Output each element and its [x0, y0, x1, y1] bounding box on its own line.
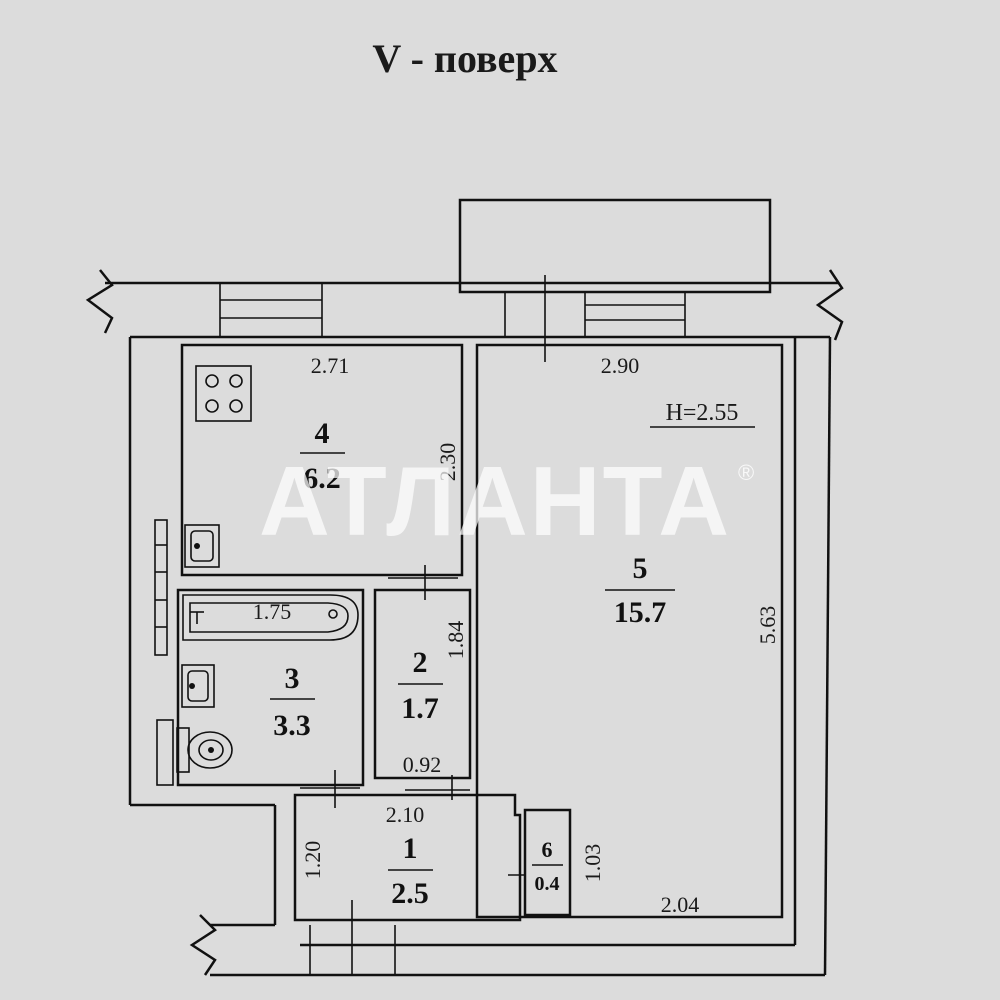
room-area: 1.7 [401, 692, 439, 725]
room-4-label: 4 6.2 [300, 417, 345, 495]
room-number: 1 [403, 832, 418, 865]
watermark-text: АТЛАНТА [259, 446, 731, 556]
room-number: 4 [315, 417, 330, 450]
room-window [584, 292, 686, 337]
bathtub-icon [182, 594, 359, 641]
balcony [458, 198, 772, 294]
toilet-icon [176, 727, 233, 773]
dim-room-bottom-width: 2.04 [661, 892, 700, 917]
room-area: 2.5 [391, 877, 429, 910]
dim-storage-bottom: 0.92 [403, 752, 442, 777]
room-number: 5 [633, 552, 648, 585]
wall-break-left [85, 269, 114, 334]
dim-bath-width: 1.75 [253, 599, 292, 624]
room-number: 3 [285, 662, 300, 695]
room-area: 6.2 [303, 462, 341, 495]
room-2-label: 2 1.7 [398, 646, 443, 725]
ceiling-height: H=2.55 [666, 400, 739, 426]
dim-room-depth: 5.63 [755, 606, 780, 645]
dim-storage-depth: 1.84 [443, 621, 468, 660]
dim-hall-width: 2.10 [386, 802, 425, 827]
room-2-storage [373, 588, 472, 780]
dim-kitchen-depth: 2.30 [435, 443, 460, 482]
room-1-label: 1 2.5 [388, 832, 433, 910]
kitchen-window [219, 283, 323, 337]
dim-kitchen-width: 2.71 [311, 353, 350, 378]
room-4-kitchen [180, 343, 464, 577]
room-6-closet [523, 808, 572, 917]
room-number: 6 [542, 837, 553, 862]
room-3-label: 3 3.3 [270, 662, 315, 742]
room-area: 0.4 [535, 873, 560, 895]
floor-title: V - поверх [372, 36, 557, 81]
watermark-registered-mark: ® [738, 460, 754, 485]
dim-hall-depth: 1.20 [300, 841, 325, 880]
room-5-label: 5 15.7 [605, 552, 675, 629]
stove-icon [195, 365, 252, 422]
room-area: 15.7 [614, 596, 667, 629]
washbasin-icon [181, 664, 215, 708]
dim-room-width: 2.90 [601, 353, 640, 378]
wall-break-bottom [189, 914, 217, 976]
room-1-hall [293, 793, 522, 922]
room-number: 2 [413, 646, 428, 679]
room-5-living [475, 343, 784, 919]
sink-icon [184, 524, 220, 568]
wall-break-right [815, 269, 844, 341]
room-area: 3.3 [273, 709, 311, 742]
ventilation-shaft [154, 519, 174, 786]
room-3-bathroom [176, 588, 365, 787]
room-6-label: 6 0.4 [532, 837, 563, 895]
walls [85, 198, 844, 977]
dim-closet-depth: 1.03 [580, 844, 605, 883]
balcony-door [504, 275, 546, 362]
